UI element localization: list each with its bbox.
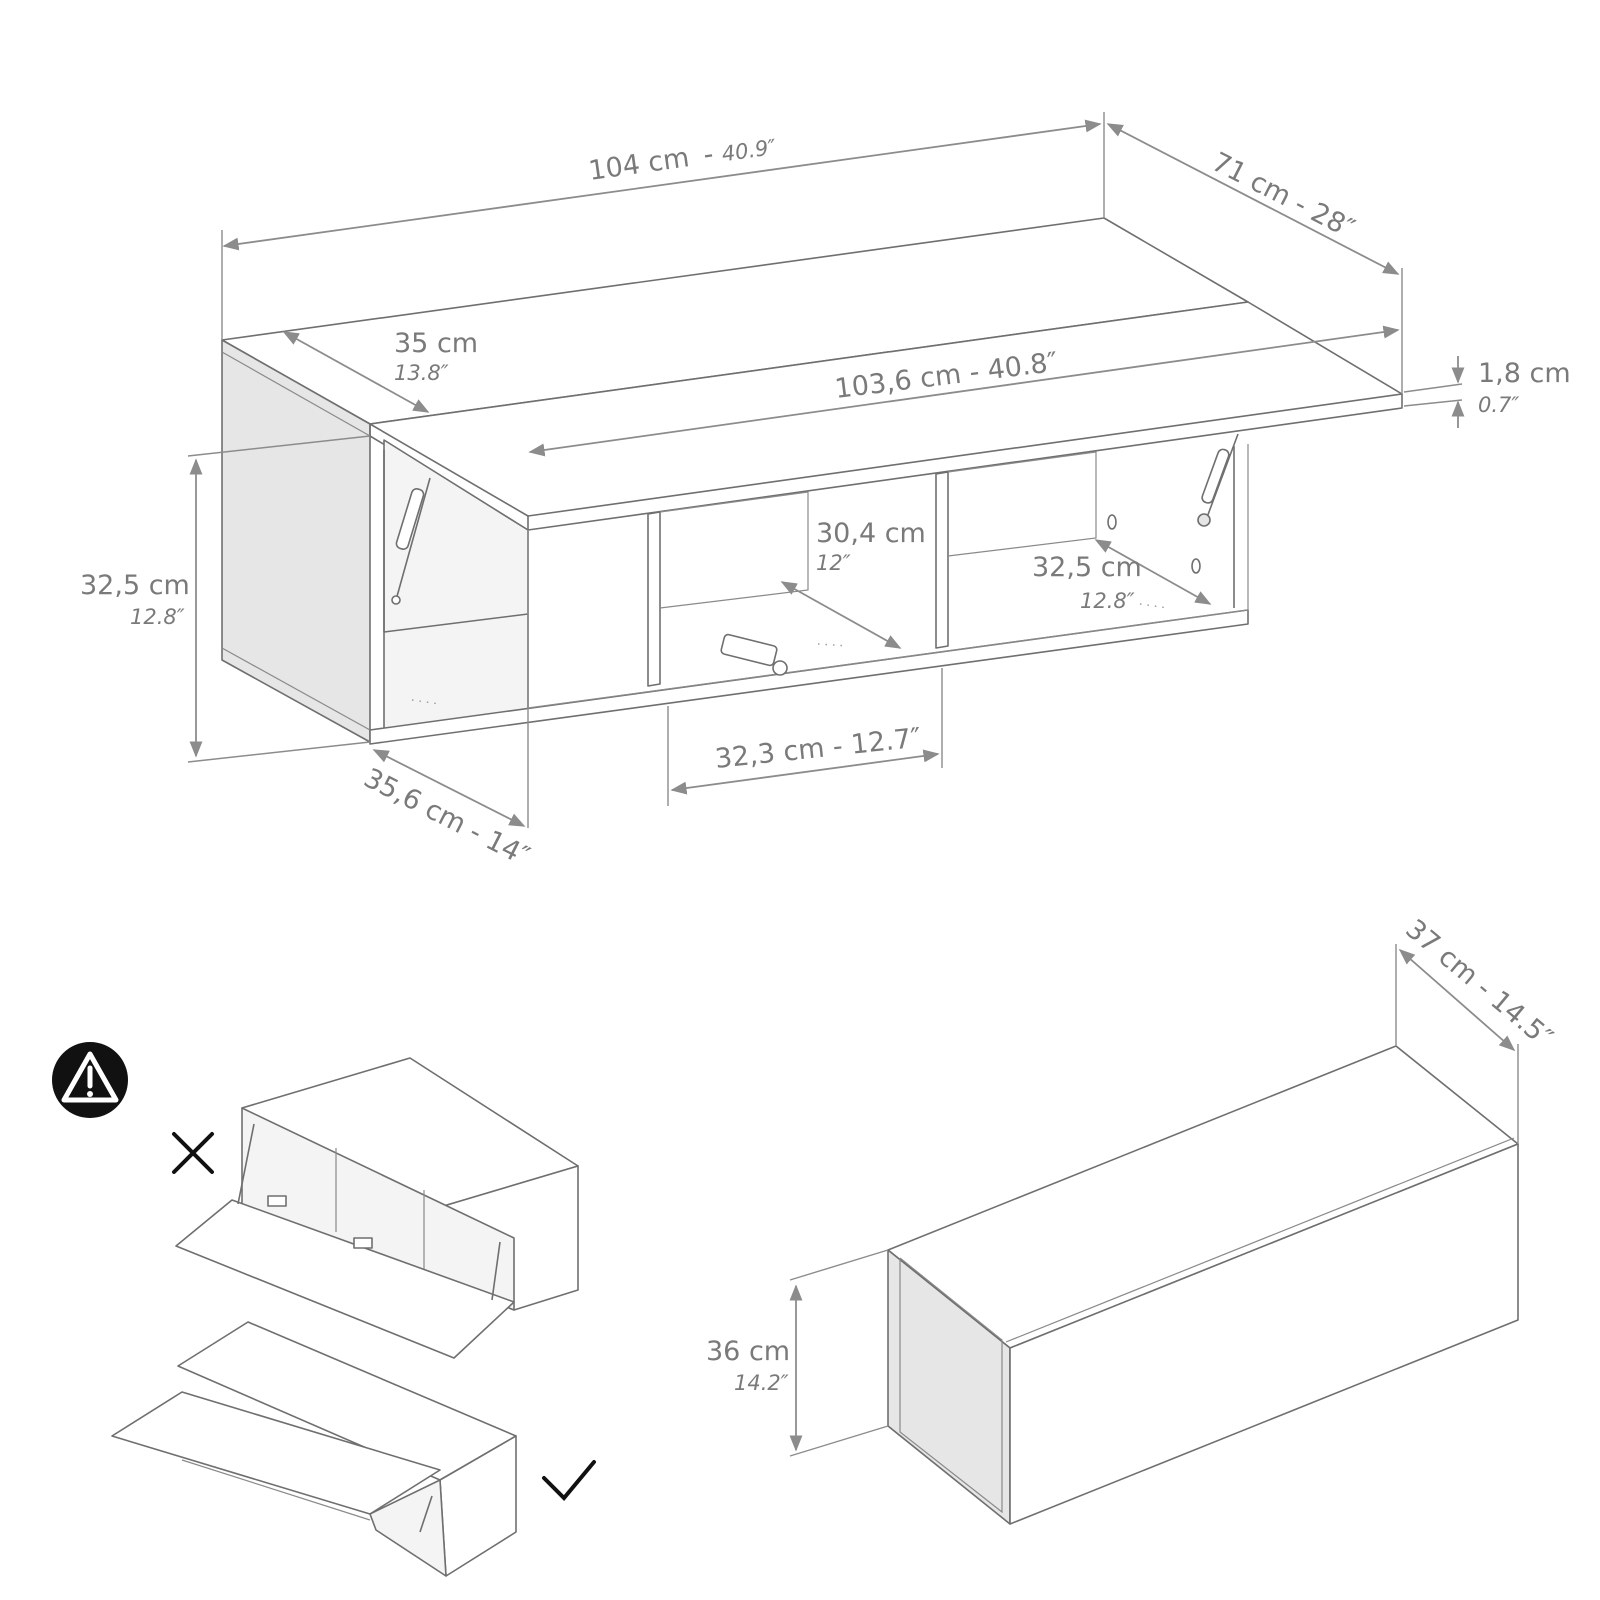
cross-icon [172, 1132, 214, 1174]
shelf-in-label: 12″ [816, 551, 851, 575]
divider-left [647, 511, 661, 687]
inner-depth-cm-label: 32,5 cm [1032, 552, 1142, 583]
overall-width-label: 104 cm - 40.9″ [587, 130, 778, 187]
top-depth-dimension-line [282, 331, 430, 413]
open-desk-illustration [221, 217, 1403, 745]
closed-front [1009, 1143, 1519, 1525]
right-gas-strut [1197, 433, 1239, 527]
closed-depth-label: 37 cm - 14.5″ [1400, 914, 1559, 1054]
compartment-width-dimension-line [670, 749, 940, 795]
height-in-label: 12.8″ [130, 605, 185, 629]
warning-section [52, 1042, 596, 1577]
closed-height-in-label: 14.2″ [734, 1371, 789, 1395]
warning-triangle-icon [52, 1042, 128, 1118]
closed-cabinet-illustration [887, 1045, 1519, 1525]
overall-depth-label: 71 cm - 28″ [1207, 147, 1360, 245]
inner-depth-in-label: 12.8″ [1080, 589, 1135, 613]
flap-width-dimension-line [528, 325, 1400, 457]
push-latch [720, 633, 788, 676]
shelf-cm-label: 30,4 cm [816, 518, 926, 549]
closed-depth-dimension-line [1398, 948, 1516, 1052]
side-depth-dimension-line [372, 749, 526, 827]
overall-depth-dimension-line [1106, 123, 1400, 275]
shelf-dimension-line [780, 581, 902, 649]
compartment-width-label: 32,3 cm - 12.7″ [713, 722, 922, 774]
wrong-mounting-illustration [175, 1057, 579, 1359]
divider-right [935, 471, 949, 649]
top-depth-in-label: 13.8″ [394, 361, 449, 385]
thickness-cm-label: 1,8 cm [1478, 358, 1571, 389]
inner-depth-dimension-line [1094, 539, 1212, 605]
overall-width-dimension-line [222, 119, 1102, 251]
height-cm-label: 32,5 cm [80, 570, 190, 601]
closed-height-cm-label: 36 cm [706, 1336, 790, 1367]
thickness-in-label: 0.7″ [1478, 393, 1519, 417]
correct-mounting-illustration [111, 1321, 517, 1577]
top-depth-cm-label: 35 cm [394, 328, 478, 359]
left-gas-strut [391, 477, 431, 605]
checkmark-icon [542, 1460, 596, 1501]
